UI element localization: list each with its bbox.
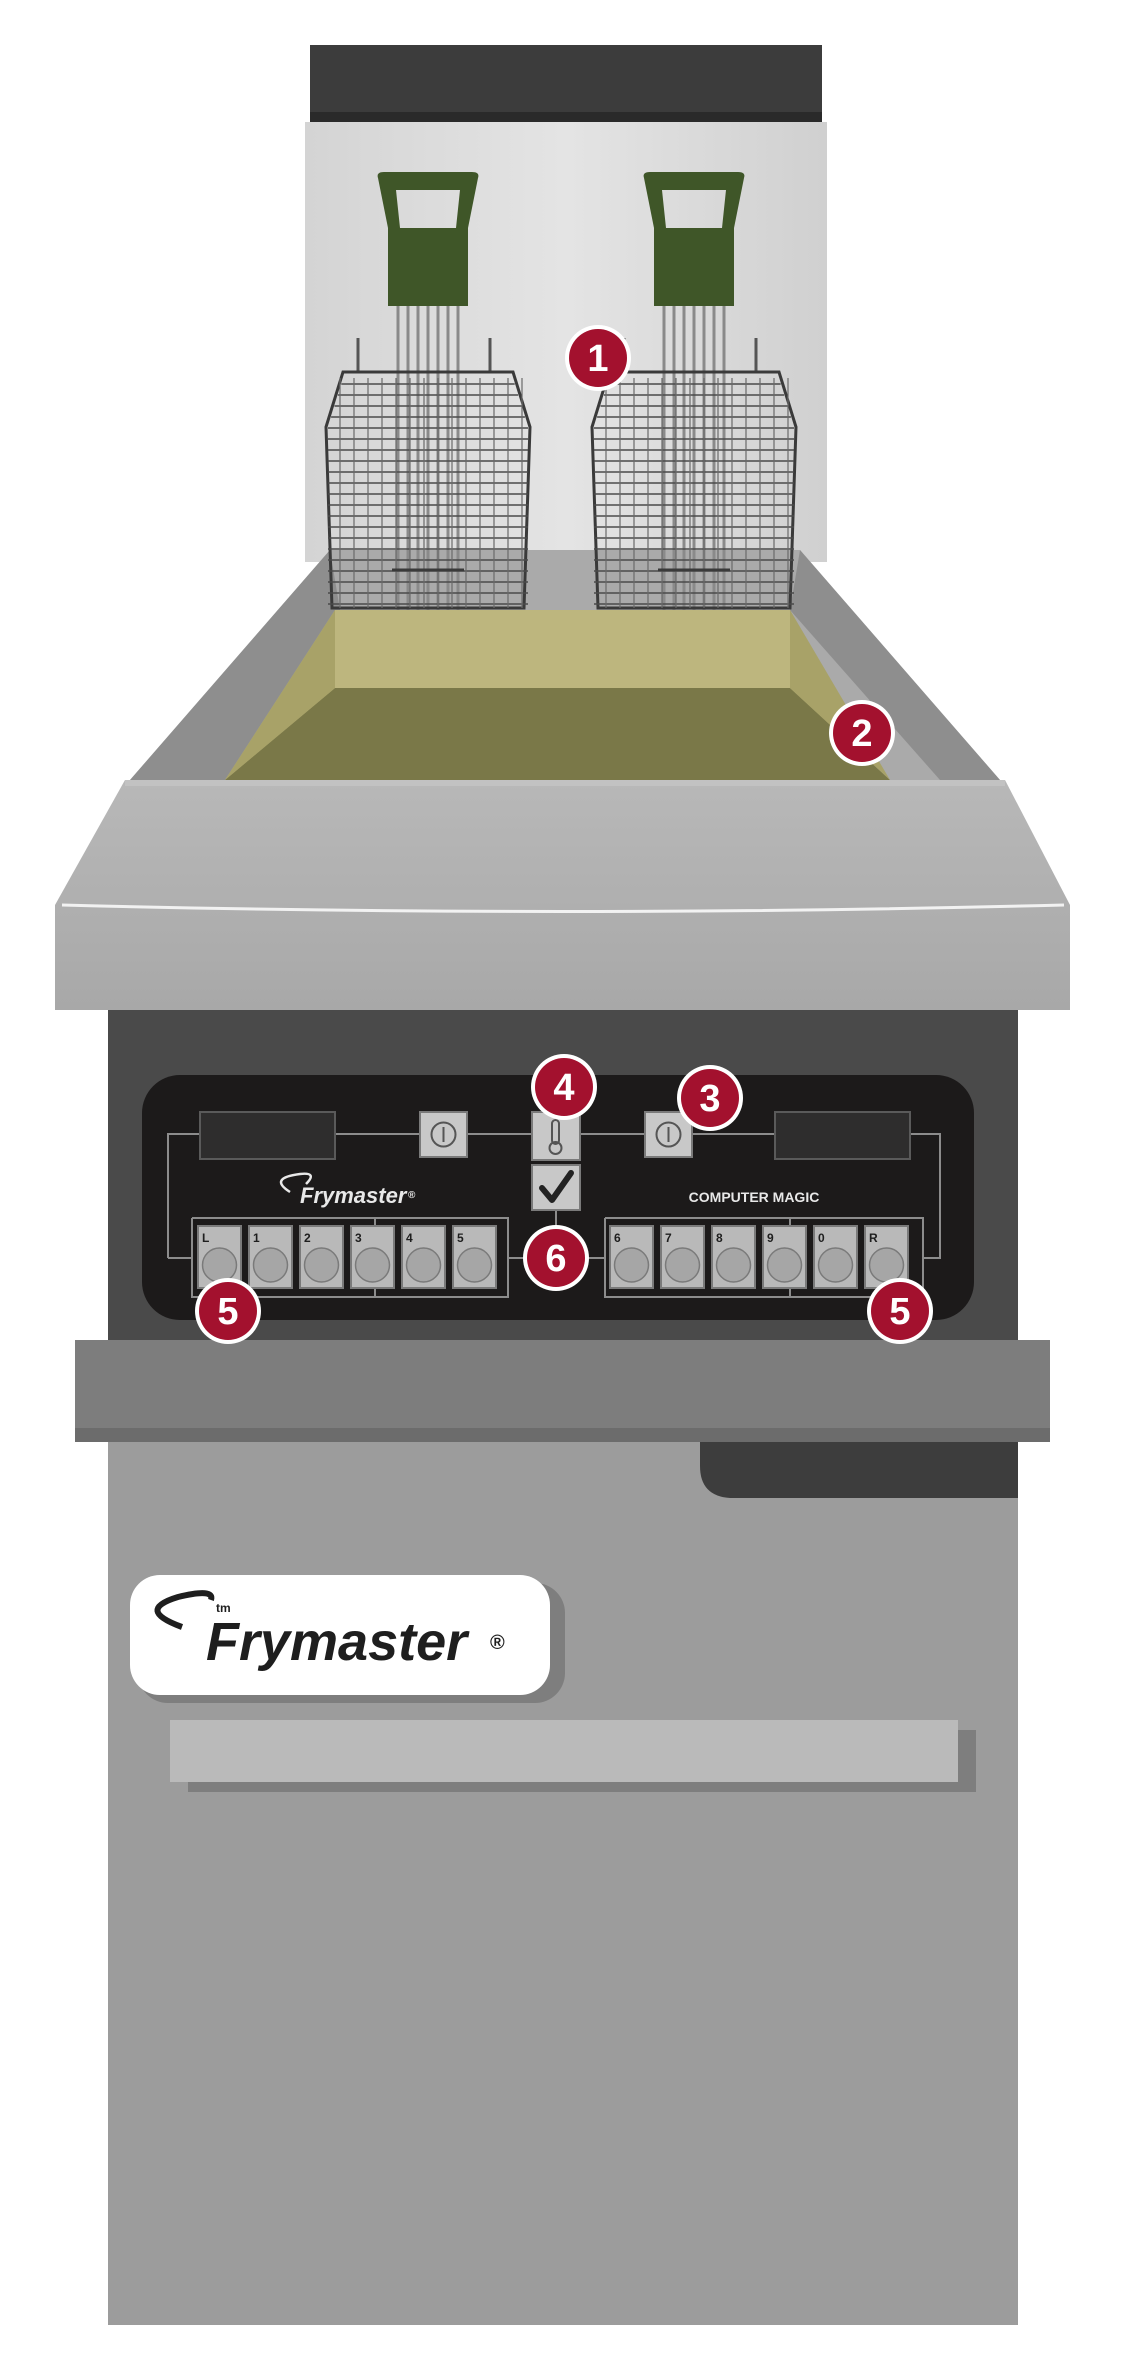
product-key-label: L <box>202 1231 209 1245</box>
cabinet-handle <box>170 1720 958 1782</box>
callout-5: 5 <box>867 1278 933 1344</box>
callout-number: 6 <box>545 1238 566 1280</box>
oil-side-left <box>225 610 335 780</box>
product-key-label: 4 <box>406 1231 413 1245</box>
panel-brand: Frymaster ® <box>279 1172 416 1208</box>
callout-2: 2 <box>829 700 895 766</box>
panel-model-text: COMPUTER MAGIC <box>689 1189 820 1205</box>
right-product-keys: 6 7 8 9 0 R <box>609 1225 909 1289</box>
lower-shelf <box>75 1340 1050 1440</box>
product-key-2[interactable]: 2 <box>299 1225 344 1289</box>
product-key-1[interactable]: 1 <box>248 1225 293 1289</box>
checkmark-icon <box>539 1170 574 1203</box>
left-power-button[interactable] <box>419 1111 468 1158</box>
left-product-keys: L 1 2 3 4 5 <box>197 1225 497 1289</box>
callout-3: 3 <box>677 1065 743 1131</box>
fry-basket-right <box>590 172 798 610</box>
logo-plate <box>130 1575 550 1695</box>
product-key-5[interactable]: 5 <box>452 1225 497 1289</box>
thermometer-icon <box>548 1119 563 1155</box>
product-key-3[interactable]: 3 <box>350 1225 395 1289</box>
right-display <box>774 1111 911 1160</box>
lower-shelf-shadow <box>75 1428 1050 1442</box>
front-lip <box>55 780 1070 1010</box>
callout-number: 4 <box>553 1067 574 1109</box>
oil-surface <box>225 688 890 780</box>
check-button[interactable] <box>531 1164 581 1211</box>
basket-frame <box>590 370 798 610</box>
callout-number: 5 <box>217 1291 238 1333</box>
basket-handle-grip[interactable] <box>643 172 745 228</box>
power-icon <box>655 1121 682 1148</box>
callout-number: 3 <box>699 1078 720 1120</box>
callout-number: 2 <box>851 713 872 755</box>
product-key-6[interactable]: 6 <box>609 1225 654 1289</box>
product-key-4[interactable]: 4 <box>401 1225 446 1289</box>
callout-markers: 1 2 3 4 5 5 6 <box>195 325 933 1344</box>
product-key-label: 3 <box>355 1231 362 1245</box>
logo-registered: ® <box>490 1632 505 1654</box>
product-key-label: 6 <box>614 1231 621 1245</box>
product-key-label: 8 <box>716 1231 723 1245</box>
right-power-button[interactable] <box>644 1111 693 1158</box>
product-key-9[interactable]: 9 <box>762 1225 807 1289</box>
flue-cap <box>310 45 822 123</box>
frypot-right-wall <box>790 550 1000 780</box>
callout-number: 1 <box>587 338 608 380</box>
basket-handle-grip[interactable] <box>377 172 479 228</box>
product-key-8[interactable]: 8 <box>711 1225 756 1289</box>
cabinet-logo: tm Frymaster ® <box>154 1590 505 1672</box>
product-key-label: 5 <box>457 1231 464 1245</box>
fry-basket-left <box>324 172 532 610</box>
temperature-button[interactable] <box>531 1111 581 1161</box>
product-key-label: 7 <box>665 1231 672 1245</box>
product-key-label: R <box>869 1231 878 1245</box>
frypot-left-wall <box>130 550 340 780</box>
product-key-7[interactable]: 7 <box>660 1225 705 1289</box>
panel-brand-text: Frymaster <box>300 1183 408 1208</box>
power-icon <box>430 1121 457 1148</box>
callout-6: 6 <box>523 1225 589 1291</box>
product-key-label: 9 <box>767 1231 774 1245</box>
front-lip-highlight <box>61 903 1065 913</box>
basket-handle-sleeve <box>388 228 468 306</box>
callout-5: 5 <box>195 1278 261 1344</box>
panel-brand-registered: ® <box>408 1190 416 1201</box>
flue-cap-shadow <box>310 112 822 124</box>
callout-4: 4 <box>531 1054 597 1120</box>
callout-1: 1 <box>565 325 631 391</box>
product-key-label: 2 <box>304 1231 311 1245</box>
product-key-R[interactable]: R <box>864 1225 909 1289</box>
callout-number: 5 <box>889 1291 910 1333</box>
product-key-label: 0 <box>818 1231 825 1245</box>
cabinet <box>108 1442 1018 2325</box>
basket-handle-sleeve <box>654 228 734 306</box>
logo-brand-text: Frymaster <box>206 1612 470 1672</box>
product-key-label: 1 <box>253 1231 260 1245</box>
left-display <box>199 1111 336 1160</box>
product-key-0[interactable]: 0 <box>813 1225 858 1289</box>
basket-frame <box>324 370 532 610</box>
door-handle-recess <box>700 1442 1018 1498</box>
front-lip-top-edge <box>125 780 1005 786</box>
logo-tm: tm <box>216 1601 231 1615</box>
